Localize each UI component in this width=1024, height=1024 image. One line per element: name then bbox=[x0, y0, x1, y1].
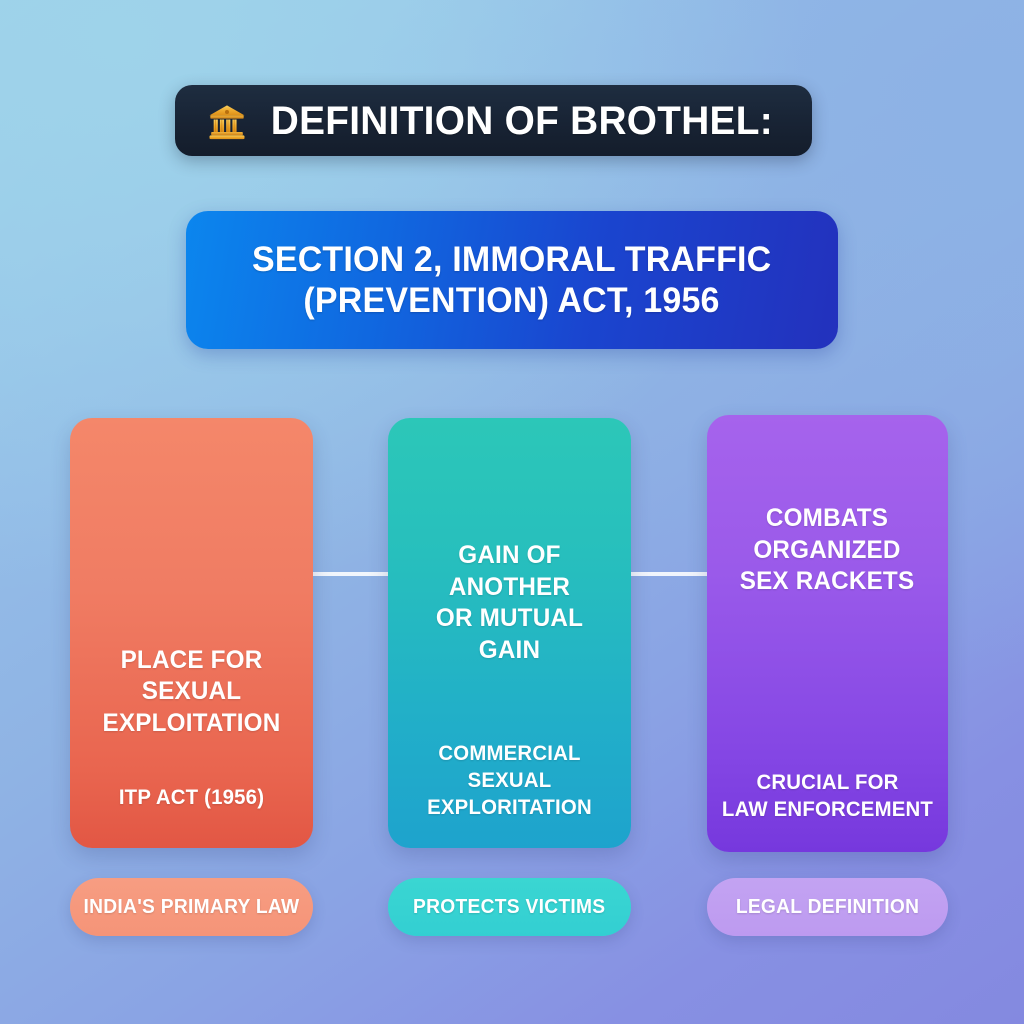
card-2-title-line-1: GAIN OF ANOTHER bbox=[448, 541, 571, 601]
bank-building-icon bbox=[209, 104, 245, 139]
pill-legal-definition[interactable]: LEGAL DEFINITION bbox=[707, 878, 948, 936]
card-3-title-line-2: ORGANIZED bbox=[753, 535, 902, 564]
page-title: DEFINITION OF BROTHEL: bbox=[270, 98, 773, 143]
card-1-title: PLACE FOR SEXUAL EXPLOITATION bbox=[87, 645, 296, 740]
card-gain-of-another-or-mutual-gain[interactable]: GAIN OF ANOTHER OR MUTUAL GAIN COMMERCIA… bbox=[388, 418, 631, 848]
connector-line-1 bbox=[305, 572, 391, 576]
card-place-for-sexual-exploitation[interactable]: PLACE FOR SEXUAL EXPLOITATION ITP ACT (1… bbox=[70, 418, 313, 848]
pill-indias-primary-law[interactable]: INDIA'S PRIMARY LAW bbox=[70, 878, 313, 936]
card-2-title-line-2: OR MUTUAL GAIN bbox=[435, 604, 584, 664]
connector-line-2 bbox=[624, 572, 710, 576]
card-3-title-line-1: COMBATS bbox=[766, 504, 889, 532]
card-1-footer: ITP ACT (1956) bbox=[87, 785, 296, 812]
card-combats-organized-sex-rackets[interactable]: COMBATS ORGANIZED SEX RACKETS CRUCIAL FO… bbox=[707, 415, 948, 852]
card-3-footer-line-1: CRUCIAL FOR bbox=[756, 771, 899, 795]
card-2-footer-line-2: SEXUAL EXPLORITATION bbox=[427, 769, 592, 820]
pill-3-label: LEGAL DEFINITION bbox=[735, 895, 920, 918]
subtitle-banner: SECTION 2, IMMORAL TRAFFIC (PREVENTION) … bbox=[186, 211, 838, 349]
card-1-footer-line-1: ITP ACT (1956) bbox=[118, 786, 265, 810]
pill-protects-victims[interactable]: PROTECTS VICTIMS bbox=[388, 878, 631, 936]
card-3-footer-line-2: LAW ENFORCEMENT bbox=[721, 798, 934, 822]
subtitle-line-1: SECTION 2, IMMORAL TRAFFIC bbox=[252, 239, 772, 279]
card-1-title-line-1: PLACE FOR SEXUAL bbox=[120, 645, 263, 706]
card-1-title-line-2: EXPLOITATION bbox=[102, 708, 281, 737]
card-2-footer: COMMERCIAL SEXUAL EXPLORITATION bbox=[401, 741, 617, 822]
card-3-footer: CRUCIAL FOR LAW ENFORCEMENT bbox=[720, 770, 934, 824]
title-banner: DEFINITION OF BROTHEL: bbox=[175, 85, 812, 156]
card-3-title-line-3: SEX RACKETS bbox=[740, 567, 915, 595]
card-2-footer-line-1: COMMERCIAL bbox=[438, 742, 581, 766]
card-2-title: GAIN OF ANOTHER OR MUTUAL GAIN bbox=[405, 540, 614, 666]
pill-2-label: PROTECTS VICTIMS bbox=[413, 895, 606, 918]
card-3-title: COMBATS ORGANIZED SEX RACKETS bbox=[740, 503, 915, 598]
pill-1-label: INDIA'S PRIMARY LAW bbox=[83, 895, 300, 918]
subtitle-line-2: (PREVENTION) ACT, 1956 bbox=[303, 281, 721, 320]
